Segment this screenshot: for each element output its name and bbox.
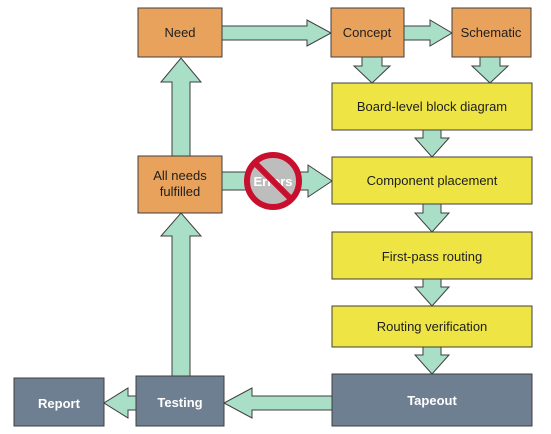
arrow-verification-to-tapeout xyxy=(413,346,451,375)
node-tapeout: Tapeout xyxy=(331,373,533,427)
node-schematic-label: Schematic xyxy=(461,25,522,40)
node-all-needs-label-line2: fulfilled xyxy=(160,184,200,199)
node-concept-label: Concept xyxy=(343,25,392,40)
arrow-tapeout-to-testing xyxy=(222,387,333,419)
node-report-label: Report xyxy=(38,396,81,411)
node-all-needs-label-line1: All needs xyxy=(153,168,207,183)
node-schematic: Schematic xyxy=(451,7,532,58)
node-tapeout-label: Tapeout xyxy=(407,393,457,408)
arrow-schematic-to-block-diagram xyxy=(470,56,510,84)
arrow-testing-to-all-needs xyxy=(159,212,203,377)
node-first-pass-routing-label: First-pass routing xyxy=(382,249,482,264)
node-all-needs-fulfilled: All needs fulfilled xyxy=(137,155,223,214)
arrow-all-needs-to-need xyxy=(159,57,203,157)
node-routing-verification-label: Routing verification xyxy=(377,319,488,334)
arrow-concept-to-block-diagram xyxy=(352,56,392,84)
node-block-diagram: Board-level block diagram xyxy=(331,82,533,131)
arrow-need-to-concept xyxy=(221,19,333,47)
arrow-placement-to-first-pass xyxy=(413,203,451,233)
arrow-block-to-placement xyxy=(413,129,451,158)
prohibition-sign-icon: Errors xyxy=(244,152,302,210)
node-component-placement: Component placement xyxy=(331,156,533,205)
arrow-first-pass-to-verification xyxy=(413,278,451,307)
node-component-placement-label: Component placement xyxy=(367,173,498,188)
arrow-concept-to-schematic xyxy=(403,19,453,47)
node-testing-label: Testing xyxy=(157,395,202,410)
node-block-diagram-label: Board-level block diagram xyxy=(357,99,507,114)
node-testing: Testing xyxy=(135,375,225,427)
node-need-label: Need xyxy=(164,25,195,40)
node-first-pass-routing: First-pass routing xyxy=(331,231,533,280)
node-routing-verification: Routing verification xyxy=(331,305,533,348)
arrow-testing-to-report xyxy=(103,387,137,419)
node-need: Need xyxy=(137,7,223,58)
node-concept: Concept xyxy=(330,7,405,58)
node-report: Report xyxy=(13,377,105,427)
